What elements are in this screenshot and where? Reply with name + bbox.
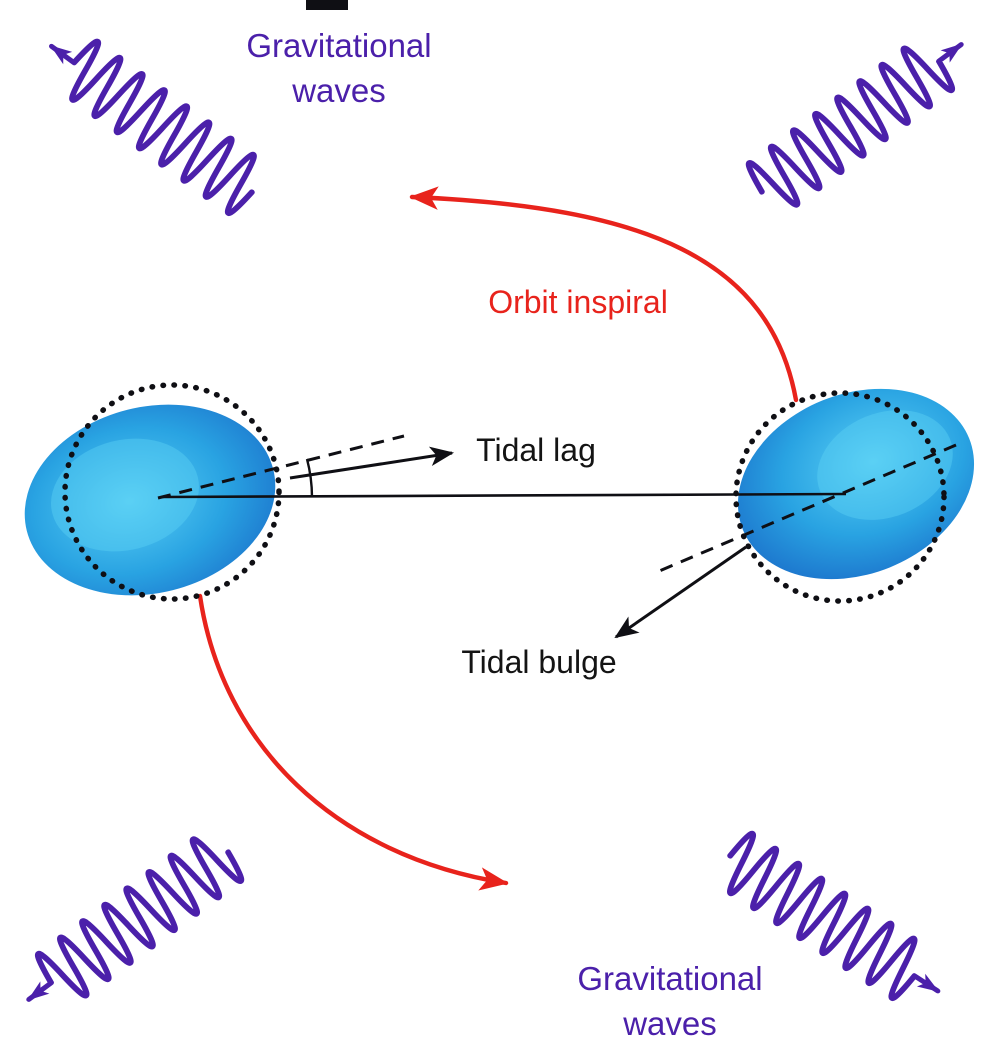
label-orbit-inspiral: Orbit inspiral xyxy=(488,284,668,320)
label-tidal-lag: Tidal lag xyxy=(476,432,596,468)
orbit-inspiral-arc-top xyxy=(409,186,799,403)
star-highlight-right xyxy=(817,410,953,520)
tidal-lag-angle-arc xyxy=(305,458,314,498)
tidal-bulge-arrow xyxy=(614,545,747,639)
neutron-star-left xyxy=(24,382,282,602)
star-highlight-left xyxy=(51,438,199,552)
label-gravitational-waves-bottom-line1: Gravitational xyxy=(577,960,762,997)
undistorted-outline-left xyxy=(62,382,282,602)
label-tidal-bulge: Tidal bulge xyxy=(461,644,616,680)
star-body-right xyxy=(737,388,975,580)
label-gravitational-waves-top-line2: waves xyxy=(291,72,386,109)
tidal-lag-arrow xyxy=(289,446,455,480)
center-line xyxy=(161,492,847,499)
tidal-axis-dashed-right xyxy=(656,443,957,574)
label-gravitational-waves-bottom-line2: waves xyxy=(622,1005,717,1040)
star-body-left xyxy=(24,404,276,596)
top-edge-mark xyxy=(306,0,348,10)
label-gravitational-waves-top-line1: Gravitational xyxy=(246,27,431,64)
neutron-star-right xyxy=(733,388,975,604)
orbit-inspiral-arc-bottom xyxy=(197,593,509,891)
undistorted-outline-right xyxy=(733,390,947,604)
